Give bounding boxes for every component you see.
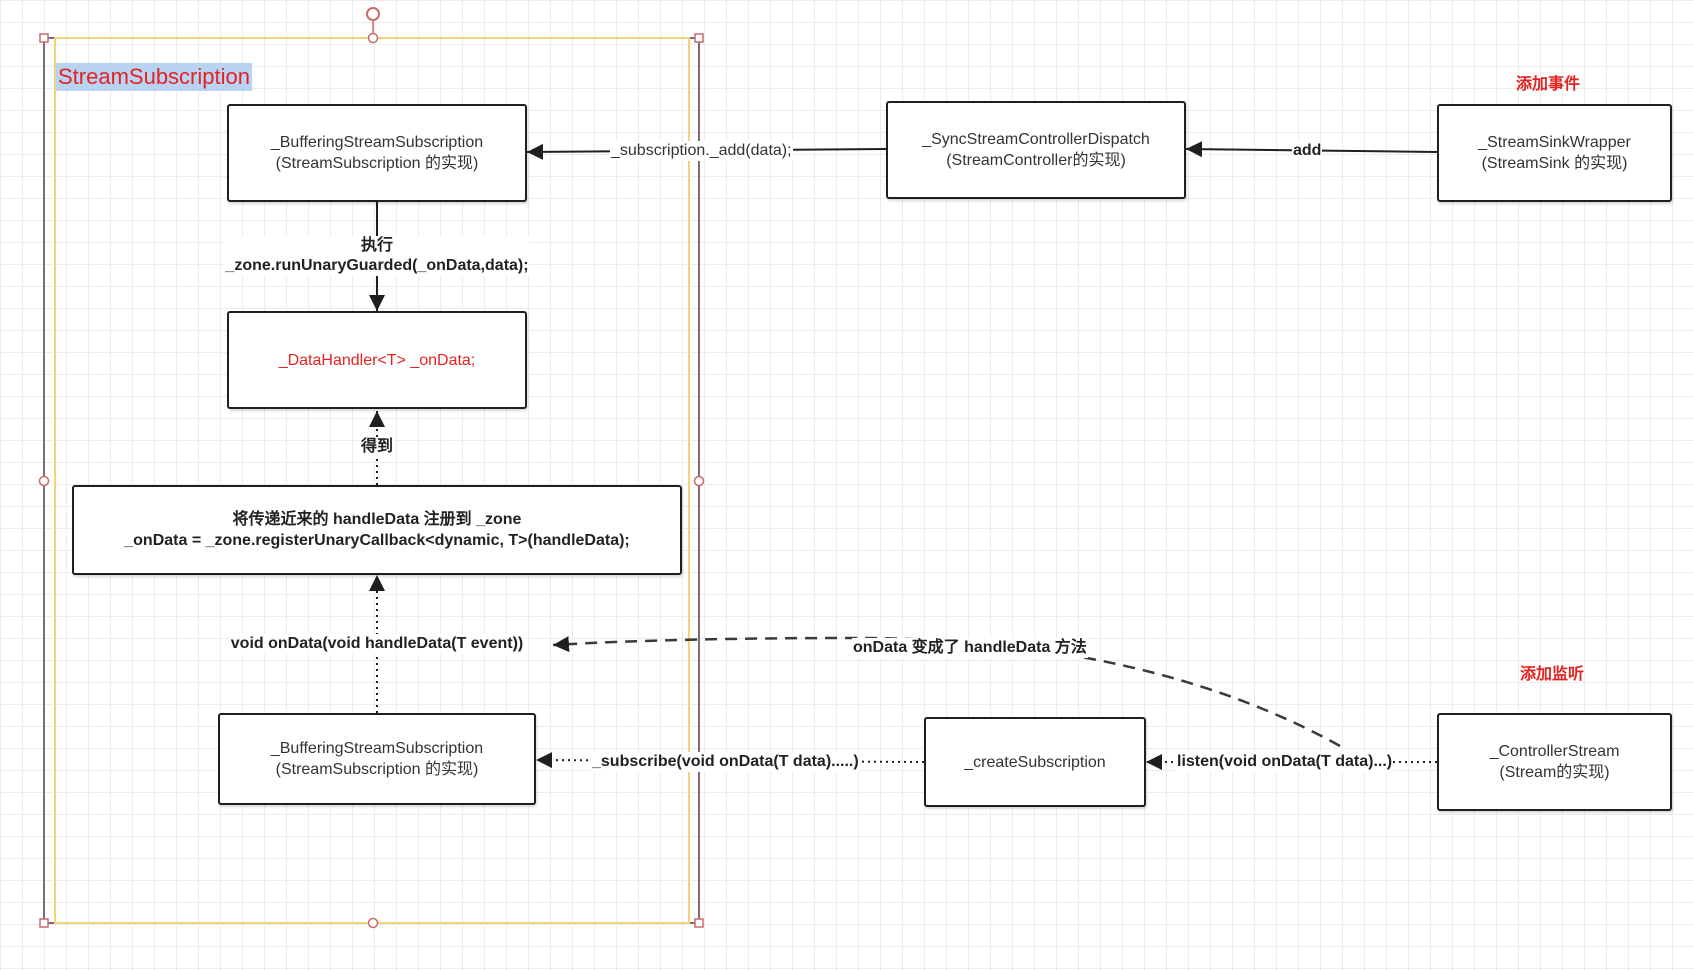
node-create-subscription[interactable]: _createSubscription xyxy=(924,717,1146,807)
resize-handle-bl xyxy=(39,918,49,928)
edge-label-execute: 执行 _zone.runUnaryGuarded(_onData,data); xyxy=(224,236,530,276)
edge-label-obtain: 得到 xyxy=(359,437,395,457)
node-line: _createSubscription xyxy=(964,753,1106,771)
edge-label-line: _zone.runUnaryGuarded(_onData,data); xyxy=(225,257,529,274)
node-buffering-subscription-bottom[interactable]: _BufferingStreamSubscription (StreamSubs… xyxy=(218,713,536,805)
node-line: _SyncStreamControllerDispatch xyxy=(922,131,1150,148)
resize-handle-br xyxy=(694,918,704,928)
resize-handle-tl xyxy=(39,33,49,43)
rotate-handle xyxy=(366,7,380,21)
node-stream-sink-wrapper[interactable]: _StreamSinkWrapper (StreamSink 的实现) xyxy=(1437,104,1672,202)
node-register-callback[interactable]: 将传递近来的 handleData 注册到 _zone _onData = _z… xyxy=(72,485,682,575)
edge-label-listen: listen(void onData(T data)...) xyxy=(1176,752,1394,772)
resize-handle-tr xyxy=(694,33,704,43)
node-line: _DataHandler<T> _onData; xyxy=(278,351,476,369)
node-line: _onData = _zone.registerUnaryCallback<dy… xyxy=(124,532,630,549)
node-line: _BufferingStreamSubscription xyxy=(270,740,484,757)
node-line: 将传递近来的 handleData 注册到 _zone xyxy=(232,511,522,528)
resize-handle-right xyxy=(693,475,705,487)
node-data-handler[interactable]: _DataHandler<T> _onData; xyxy=(227,311,527,409)
node-line: _ControllerStream xyxy=(1489,743,1620,760)
edge-label-on-data-becomes: onData 变成了 handleData 方法 xyxy=(852,638,1088,658)
node-line: _StreamSinkWrapper xyxy=(1478,134,1631,151)
edge-label-subscribe: _subscribe(void onData(T data).....) xyxy=(591,752,860,772)
node-line: _BufferingStreamSubscription xyxy=(270,134,484,151)
container-title[interactable]: StreamSubscription xyxy=(56,63,252,91)
node-line: (StreamSink 的实现) xyxy=(1481,155,1628,172)
node-controller-stream[interactable]: _ControllerStream (Stream的实现) xyxy=(1437,713,1672,811)
resize-handle-top xyxy=(367,32,379,44)
edge-label-on-data: void onData(void handleData(T event)) xyxy=(229,634,525,654)
node-line: (StreamSubscription 的实现) xyxy=(275,761,479,778)
node-sync-stream-controller-dispatch[interactable]: _SyncStreamControllerDispatch (StreamCon… xyxy=(886,101,1186,199)
node-line: (StreamController的实现) xyxy=(946,152,1126,169)
edge-label-subscription-add: _subscription._add(data); xyxy=(610,141,793,161)
node-buffering-subscription-top[interactable]: _BufferingStreamSubscription (StreamSubs… xyxy=(227,104,527,202)
node-line: (Stream的实现) xyxy=(1499,764,1610,781)
resize-handle-bottom xyxy=(367,917,379,929)
resize-handle-left xyxy=(38,475,50,487)
note-add-listener: 添加监听 xyxy=(1520,666,1585,683)
edge-label-line: 执行 xyxy=(360,237,393,254)
note-add-event: 添加事件 xyxy=(1516,76,1581,93)
selection-frame[interactable] xyxy=(38,7,705,929)
node-line: (StreamSubscription 的实现) xyxy=(275,155,479,172)
edge-label-add: add xyxy=(1292,141,1323,161)
